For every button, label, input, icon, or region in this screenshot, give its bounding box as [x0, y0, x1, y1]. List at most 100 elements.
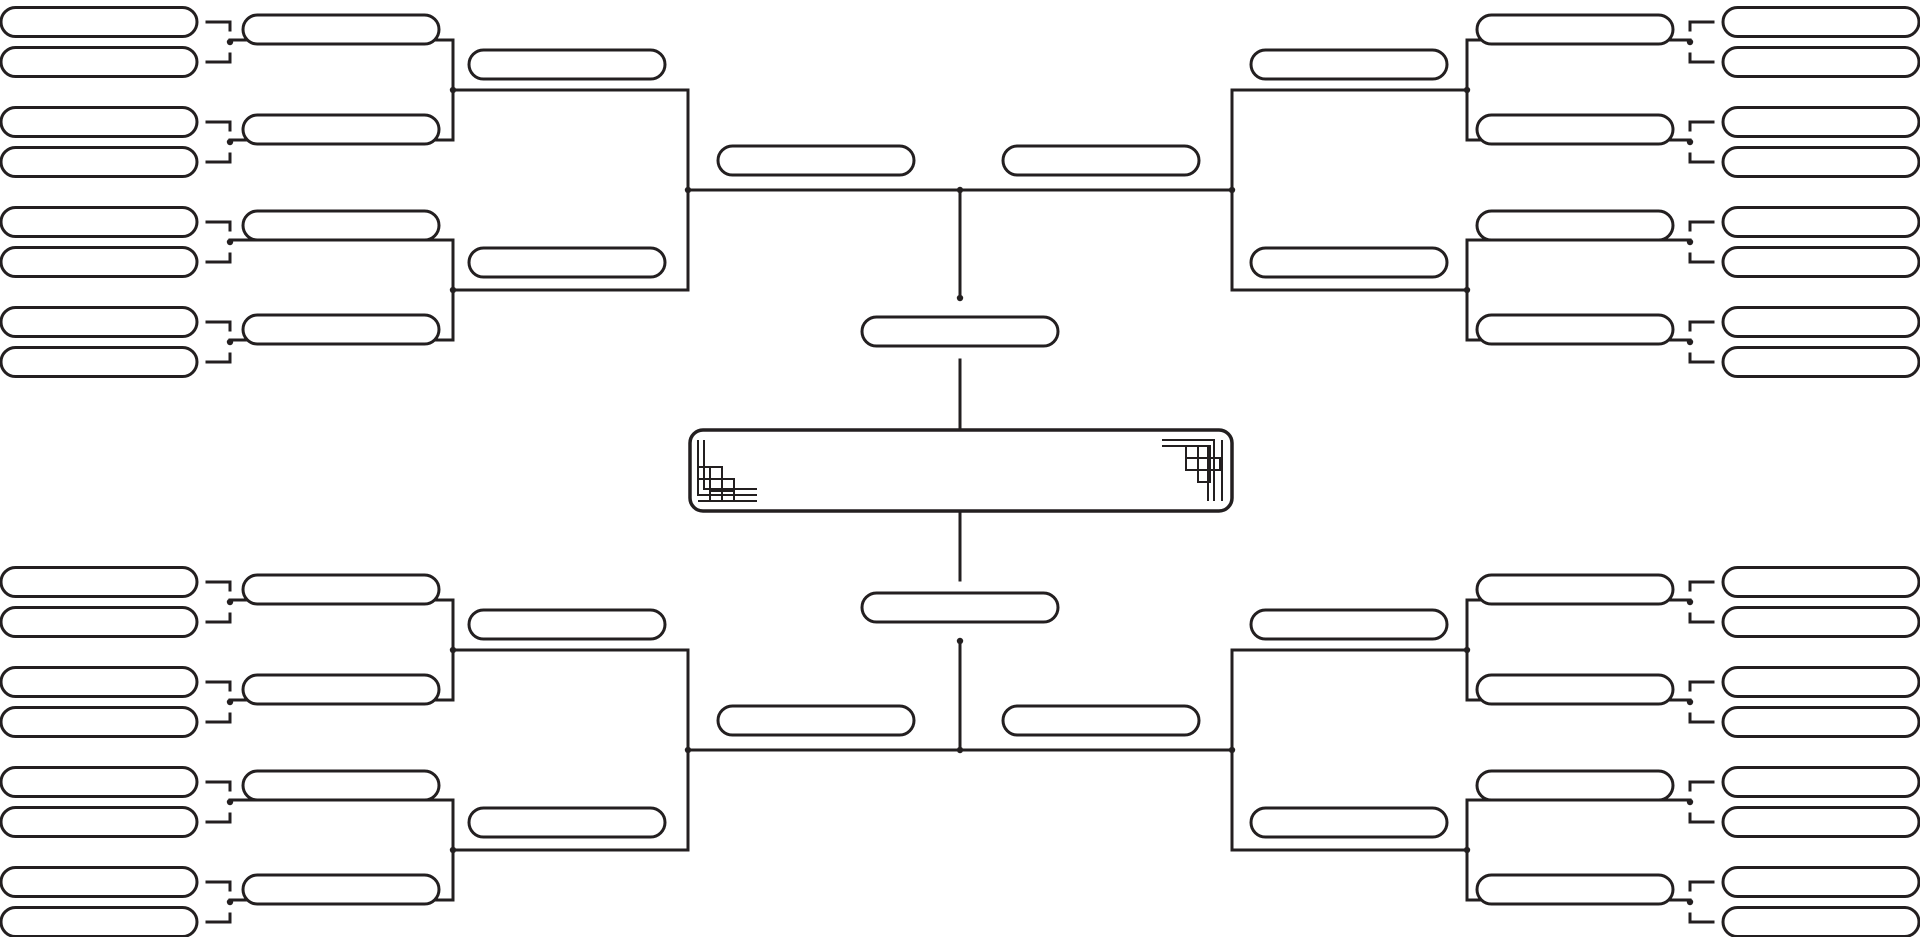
slot-box[interactable]	[467, 608, 667, 641]
slot-box[interactable]	[1721, 246, 1920, 278]
top-left-round1-slot[interactable]	[0, 206, 199, 238]
top-right-round4-slot[interactable]	[1001, 144, 1201, 177]
slot-box[interactable]	[1249, 608, 1449, 641]
top-left-round1-slot[interactable]	[0, 146, 199, 178]
slot-box[interactable]	[1721, 306, 1920, 338]
bottom-right-round1-slot[interactable]	[1721, 606, 1920, 638]
bottom-right-round3-slot[interactable]	[1249, 806, 1449, 839]
slot-box[interactable]	[0, 346, 199, 378]
bottom-left-round2-slot[interactable]	[241, 573, 441, 606]
slot-box[interactable]	[0, 806, 199, 838]
slot-box[interactable]	[1721, 906, 1920, 937]
top-left-round2-slot[interactable]	[241, 113, 441, 146]
top-right-round2-slot[interactable]	[1475, 13, 1675, 46]
slot-box[interactable]	[241, 573, 441, 606]
bottom-right-round2-slot[interactable]	[1475, 769, 1675, 802]
slot-box[interactable]	[1249, 48, 1449, 81]
bottom-left-round3-slot[interactable]	[467, 608, 667, 641]
slot-box[interactable]	[0, 766, 199, 798]
top-right-round3-slot[interactable]	[1249, 246, 1449, 279]
bottom-semifinal-slot[interactable]	[860, 591, 1060, 624]
slot-box[interactable]	[1721, 766, 1920, 798]
top-left-round2-slot[interactable]	[241, 313, 441, 346]
bottom-left-round1-slot[interactable]	[0, 706, 199, 738]
slot-box[interactable]	[1721, 6, 1920, 38]
slot-box[interactable]	[1475, 673, 1675, 706]
slot-box[interactable]	[467, 48, 667, 81]
top-left-round2-slot[interactable]	[241, 13, 441, 46]
bottom-right-round2-slot[interactable]	[1475, 673, 1675, 706]
slot-box[interactable]	[0, 906, 199, 937]
slot-box[interactable]	[241, 873, 441, 906]
top-right-round1-slot[interactable]	[1721, 146, 1920, 178]
slot-box[interactable]	[0, 706, 199, 738]
slot-box[interactable]	[467, 806, 667, 839]
slot-box[interactable]	[1001, 144, 1201, 177]
bottom-left-round1-slot[interactable]	[0, 866, 199, 898]
bottom-right-round1-slot[interactable]	[1721, 706, 1920, 738]
slot-box[interactable]	[0, 106, 199, 138]
slot-box[interactable]	[1721, 866, 1920, 898]
bottom-left-round4-slot[interactable]	[716, 704, 916, 737]
bottom-right-round3-slot[interactable]	[1249, 608, 1449, 641]
top-left-round1-slot[interactable]	[0, 246, 199, 278]
slot-box[interactable]	[1721, 806, 1920, 838]
top-right-round1-slot[interactable]	[1721, 46, 1920, 78]
top-right-round1-slot[interactable]	[1721, 246, 1920, 278]
top-right-round1-slot[interactable]	[1721, 306, 1920, 338]
slot-box[interactable]	[1475, 113, 1675, 146]
slot-box[interactable]	[1721, 206, 1920, 238]
slot-box[interactable]	[1721, 606, 1920, 638]
slot-box[interactable]	[241, 209, 441, 242]
top-right-round1-slot[interactable]	[1721, 346, 1920, 378]
slot-box[interactable]	[1001, 704, 1201, 737]
slot-box[interactable]	[1721, 566, 1920, 598]
bottom-right-round1-slot[interactable]	[1721, 766, 1920, 798]
bottom-right-round1-slot[interactable]	[1721, 566, 1920, 598]
top-right-round3-slot[interactable]	[1249, 48, 1449, 81]
bottom-left-round1-slot[interactable]	[0, 606, 199, 638]
top-semifinal-slot[interactable]	[860, 315, 1060, 348]
slot-box[interactable]	[1475, 209, 1675, 242]
slot-box[interactable]	[241, 673, 441, 706]
slot-box[interactable]	[0, 566, 199, 598]
slot-box[interactable]	[1721, 706, 1920, 738]
top-right-round1-slot[interactable]	[1721, 106, 1920, 138]
slot-box[interactable]	[0, 6, 199, 38]
slot-box[interactable]	[1475, 873, 1675, 906]
bottom-right-round1-slot[interactable]	[1721, 666, 1920, 698]
top-left-round1-slot[interactable]	[0, 106, 199, 138]
top-left-round1-slot[interactable]	[0, 346, 199, 378]
slot-box[interactable]	[716, 144, 916, 177]
slot-box[interactable]	[0, 606, 199, 638]
bottom-right-round1-slot[interactable]	[1721, 806, 1920, 838]
bottom-right-round2-slot[interactable]	[1475, 873, 1675, 906]
slot-box[interactable]	[1721, 346, 1920, 378]
top-left-round1-slot[interactable]	[0, 46, 199, 78]
slot-box[interactable]	[241, 113, 441, 146]
top-left-round3-slot[interactable]	[467, 48, 667, 81]
slot-box[interactable]	[1475, 313, 1675, 346]
slot-box[interactable]	[0, 246, 199, 278]
slot-box[interactable]	[860, 591, 1060, 624]
bottom-left-round2-slot[interactable]	[241, 673, 441, 706]
top-left-round1-slot[interactable]	[0, 6, 199, 38]
top-left-round3-slot[interactable]	[467, 246, 667, 279]
slot-box[interactable]	[716, 704, 916, 737]
top-left-round4-slot[interactable]	[716, 144, 916, 177]
slot-box[interactable]	[0, 146, 199, 178]
champion-slot[interactable]	[688, 428, 1234, 513]
top-right-round2-slot[interactable]	[1475, 113, 1675, 146]
slot-box[interactable]	[241, 769, 441, 802]
bottom-right-round2-slot[interactable]	[1475, 573, 1675, 606]
bottom-left-round1-slot[interactable]	[0, 806, 199, 838]
slot-box[interactable]	[1249, 806, 1449, 839]
slot-box[interactable]	[0, 306, 199, 338]
bottom-right-round1-slot[interactable]	[1721, 866, 1920, 898]
slot-box[interactable]	[0, 666, 199, 698]
top-right-round2-slot[interactable]	[1475, 313, 1675, 346]
top-left-round1-slot[interactable]	[0, 306, 199, 338]
slot-box[interactable]	[1475, 769, 1675, 802]
slot-box[interactable]	[1721, 666, 1920, 698]
slot-box[interactable]	[241, 13, 441, 46]
